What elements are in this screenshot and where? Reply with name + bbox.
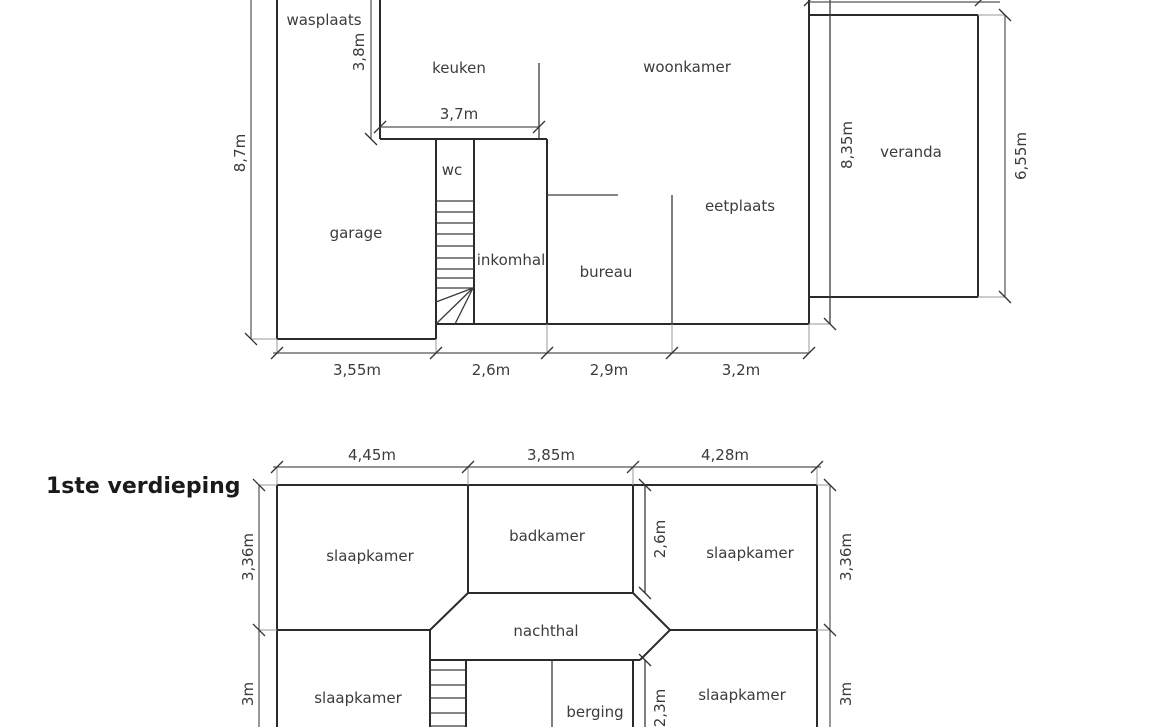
room-label-wc: wc [442, 161, 463, 179]
first-floor-labels: slaapkamer badkamer slaapkamer nachthal … [314, 527, 794, 721]
first-floor-dimensions [252, 460, 837, 727]
dim-label-veranda-depth: 6,55m [1012, 132, 1030, 180]
room-label-slaapkamer-sw: slaapkamer [314, 689, 402, 707]
dim-label-living-depth: 8,35m [838, 121, 856, 169]
first-floor-walls [276, 484, 818, 727]
dim-label-keuken-width: 3,7m [440, 105, 478, 123]
dim-label-width-left: 4,45m [348, 446, 396, 464]
staircase-first [430, 669, 466, 727]
floor-title-first: 1ste verdieping [46, 474, 241, 499]
dim-label-bureau-width: 2,9m [590, 361, 628, 379]
dim-label-total-depth: 8,7m [231, 134, 249, 172]
dim-label-depth-left-top: 3,36m [239, 533, 257, 581]
staircase-ground [435, 200, 474, 325]
room-label-eetplaats: eetplaats [705, 197, 775, 215]
ground-floor-dimensions [244, 0, 1012, 360]
room-label-nachthal: nachthal [513, 622, 578, 640]
room-label-veranda: veranda [880, 143, 942, 161]
room-label-slaapkamer-ne: slaapkamer [706, 544, 794, 562]
first-floor-dim-labels: 4,45m 3,85m 4,28m 3,36m 3m 2,6m 3,36m 3m… [239, 446, 855, 727]
dim-label-width-middle: 3,85m [527, 446, 575, 464]
ground-floor-dim-labels: 8,7m 3,8m 3,7m 8,35m 6,55m 3,55m 2,6m 2,… [231, 33, 1030, 379]
dim-label-badkamer-depth: 2,6m [651, 520, 669, 558]
dim-label-width-right: 4,28m [701, 446, 749, 464]
ground-floor-labels: wasplaats keuken woonkamer veranda wc ga… [286, 11, 941, 281]
dim-label-depth-right-bottom: 3m [837, 682, 855, 706]
room-label-keuken: keuken [432, 59, 486, 77]
dim-label-inkomhal-width: 2,6m [472, 361, 510, 379]
room-label-woonkamer: woonkamer [643, 58, 732, 76]
dim-label-garage-width: 3,55m [333, 361, 381, 379]
dim-label-depth-right-top: 3,36m [837, 533, 855, 581]
room-label-slaapkamer-se: slaapkamer [698, 686, 786, 704]
room-label-wasplaats: wasplaats [286, 11, 361, 29]
dim-label-depth-left-bottom: 3m [239, 682, 257, 706]
ground-floor-walls [276, 0, 979, 340]
room-label-garage: garage [330, 224, 383, 242]
room-label-badkamer: badkamer [509, 527, 586, 545]
room-label-inkomhal: inkomhal [477, 251, 545, 269]
dim-label-berging-depth: 2,3m [651, 689, 669, 727]
room-label-slaapkamer-nw: slaapkamer [326, 547, 414, 565]
room-label-bureau: bureau [580, 263, 633, 281]
dim-label-eetplaats-width: 3,2m [722, 361, 760, 379]
dim-label-keuken-depth: 3,8m [350, 33, 368, 71]
room-label-berging: berging [566, 703, 623, 721]
